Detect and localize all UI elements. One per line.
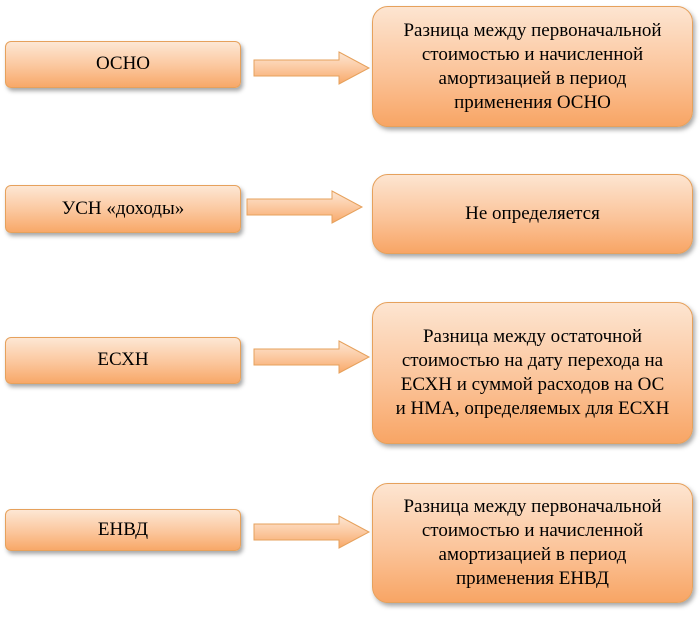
result-box-envd: Разница между первоначальной стоимостью … — [372, 483, 693, 603]
result-line: применения ЕНВД — [456, 568, 609, 589]
result-line: применения ОСНО — [454, 91, 611, 113]
result-text-usn: Не определяется — [465, 202, 600, 226]
arrow-right-icon — [253, 51, 371, 85]
result-box-eskhn: Разница между остаточной стоимостью на д… — [372, 302, 693, 444]
regime-box-usn: УСН «доходы» — [5, 185, 241, 233]
result-text-envd: Разница между первоначальной стоимостью … — [403, 495, 661, 591]
result-line: Не определяется — [465, 203, 600, 224]
result-box-usn: Не определяется — [372, 174, 693, 254]
regime-label-osno: ОСНО — [95, 53, 151, 75]
arrow-right-icon — [246, 190, 364, 224]
result-line: ЕСХН и суммой расходов на ОС — [400, 374, 665, 395]
result-line: и НМА, определяемых для ЕСХН — [395, 398, 670, 419]
regime-label-eskhn: ЕСХН — [97, 349, 149, 371]
result-line: Разница между первоначальной — [403, 19, 662, 41]
result-line: стоимостью и начисленной — [421, 520, 644, 541]
result-text-eskhn: Разница между остаточной стоимостью на д… — [396, 325, 670, 421]
result-line: амортизацией в период — [438, 67, 627, 89]
result-line: стоимостью и начисленной — [421, 43, 644, 65]
regime-box-eskhn: ЕСХН — [5, 337, 241, 384]
regime-label-usn: УСН «доходы» — [61, 197, 185, 219]
result-box-osno: Разница между первоначальной стоимостью … — [372, 6, 693, 127]
result-line: Разница между первоначальной — [403, 496, 662, 517]
result-line: Разница между остаточной — [422, 326, 642, 347]
result-text-osno: Разница между первоначальной стоимостью … — [403, 19, 661, 115]
regime-box-osno: ОСНО — [5, 41, 241, 88]
result-line: стоимостью на дату перехода на — [401, 350, 664, 371]
regime-label-envd: ЕНВД — [97, 518, 149, 540]
result-line: амортизацией в период — [438, 544, 627, 565]
arrow-right-icon — [253, 515, 371, 549]
arrow-right-icon — [253, 340, 371, 374]
regime-box-envd: ЕНВД — [5, 509, 241, 551]
